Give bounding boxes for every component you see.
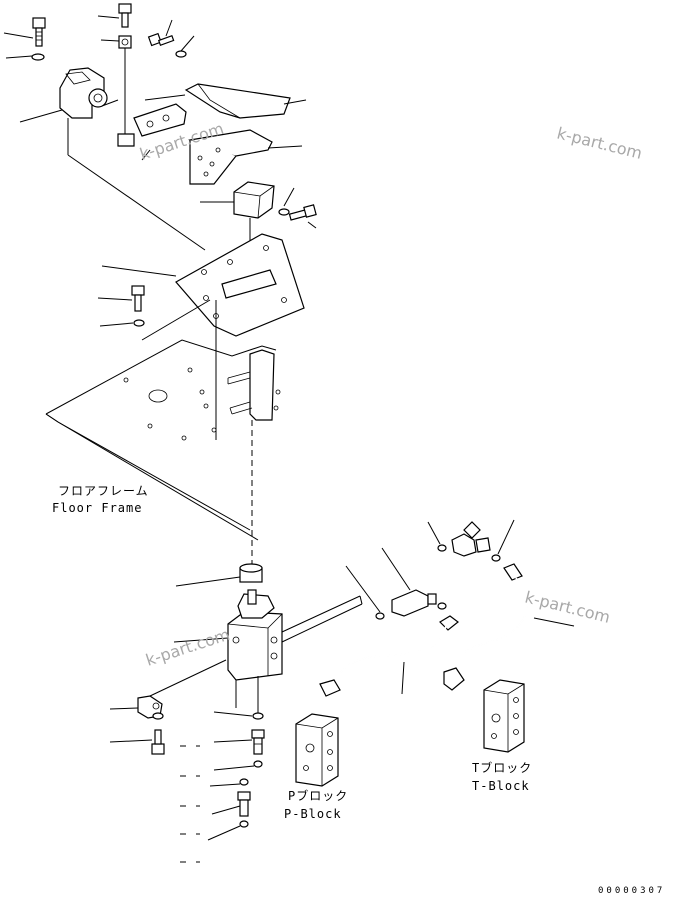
t-block-label-en: T-Block [472, 779, 530, 793]
o-ring-center [345, 565, 385, 620]
washer-pedal-pin [175, 35, 195, 58]
floor-frame-label-en: Floor Frame [52, 501, 142, 515]
floor-frame-label-jp: フロアフレーム [58, 484, 149, 498]
valve-nut [175, 563, 263, 587]
t-block-label-jp: Tブロック [472, 760, 532, 775]
o-ring-2 [213, 760, 263, 771]
mounting-plate [101, 233, 305, 337]
t-block [483, 679, 525, 753]
callout-dashes [180, 745, 200, 863]
watermark-4: k-part.com [523, 587, 612, 627]
pedal-link-arm [101, 94, 187, 161]
bolt-pedal-pin [147, 19, 175, 47]
bolt-top-left [3, 17, 46, 47]
hose-p-block [319, 625, 447, 697]
p-block-label-jp: Pブロック [288, 788, 348, 803]
cam-block [200, 181, 275, 270]
elbow-right [451, 521, 491, 557]
adapter-1 [213, 729, 265, 755]
floor-frame [45, 300, 281, 541]
pedal-pad-lower [188, 129, 303, 185]
bolt-top-center [97, 3, 132, 28]
hose-t-block [443, 563, 575, 691]
o-ring-right-2 [491, 519, 515, 562]
drawing-code: 00000307 [598, 886, 665, 896]
washer-plate [99, 299, 211, 341]
elbow-adapter-center [381, 547, 437, 617]
bolt-cam [288, 204, 317, 229]
o-ring-right-1 [427, 521, 447, 552]
p-block [295, 713, 339, 787]
o-ring-center-2 [437, 602, 447, 610]
ppc-valve [173, 589, 363, 716]
washer-cam [278, 187, 295, 216]
p-block-label-en: P-Block [284, 807, 342, 821]
pedal-pad-upper [184, 83, 307, 119]
o-ring-4 [207, 820, 249, 841]
adapter-2 [211, 791, 251, 817]
bolt-plate [97, 285, 145, 312]
hose-fitting-center [439, 615, 459, 631]
o-ring-1 [213, 711, 264, 720]
watermark-2: k-part.com [555, 123, 644, 163]
pedal-bracket [19, 67, 206, 251]
nut-top-center [100, 35, 132, 140]
o-ring-3 [209, 778, 249, 787]
bolt-lower-left [109, 729, 165, 755]
valve-bracket [109, 659, 227, 720]
washer-top-left [5, 53, 45, 61]
